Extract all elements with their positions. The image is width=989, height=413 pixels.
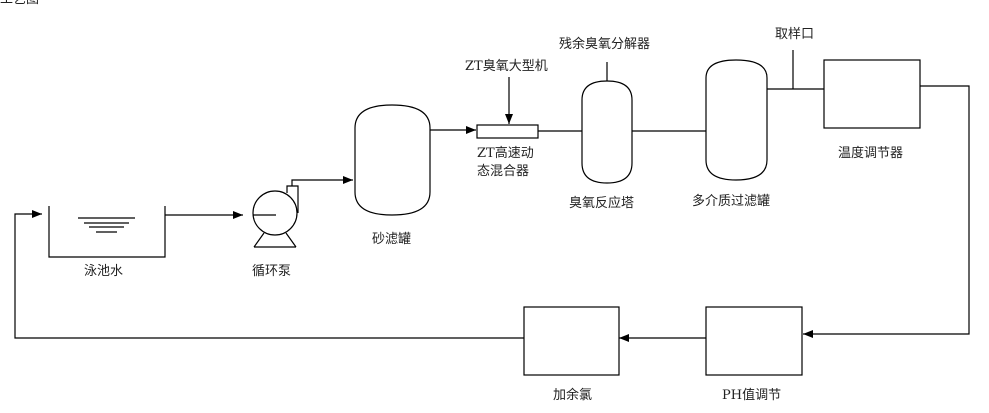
- label-sample-port: 取样口: [775, 27, 815, 42]
- label-mixer-line2: 态混合器: [477, 164, 530, 179]
- sand-filter-tank: [354, 104, 431, 216]
- label-reaction-tower: 臭氧反应塔: [569, 196, 635, 211]
- chlorine-box: [523, 306, 620, 376]
- pipe-temp-ph: [803, 85, 970, 338]
- label-sand-filter: 砂滤罐: [372, 232, 412, 247]
- reaction-tower: [581, 80, 633, 184]
- pipe-return-pool: [14, 210, 524, 339]
- label-pump: 循环泵: [252, 264, 292, 279]
- label-chlorine: 加余氯: [553, 388, 593, 403]
- label-mixer-line1: ZT高速动: [477, 146, 534, 161]
- label-temp-regulator: 温度调节器: [838, 146, 904, 161]
- label-pool: 泳池水: [84, 264, 124, 279]
- pool-tank: [48, 206, 166, 258]
- label-multimedia-filter: 多介质过滤罐: [692, 194, 771, 209]
- ph-adjust-box: [705, 306, 803, 376]
- pump-icon: [252, 185, 299, 248]
- label-residual-decomposer: 残余臭氧分解器: [559, 37, 651, 52]
- temp-regulator-box: [823, 59, 921, 129]
- title-fragment: 工艺图: [0, 0, 39, 8]
- label-ozone-machine: ZT臭氧大型机: [465, 59, 548, 74]
- mixer: [476, 124, 539, 139]
- pipe-pump-sandfilter: [291, 176, 353, 186]
- label-ph-adjust: PH值调节: [722, 388, 782, 403]
- multimedia-filter-tank: [705, 59, 768, 181]
- water-level-icon: [78, 217, 135, 233]
